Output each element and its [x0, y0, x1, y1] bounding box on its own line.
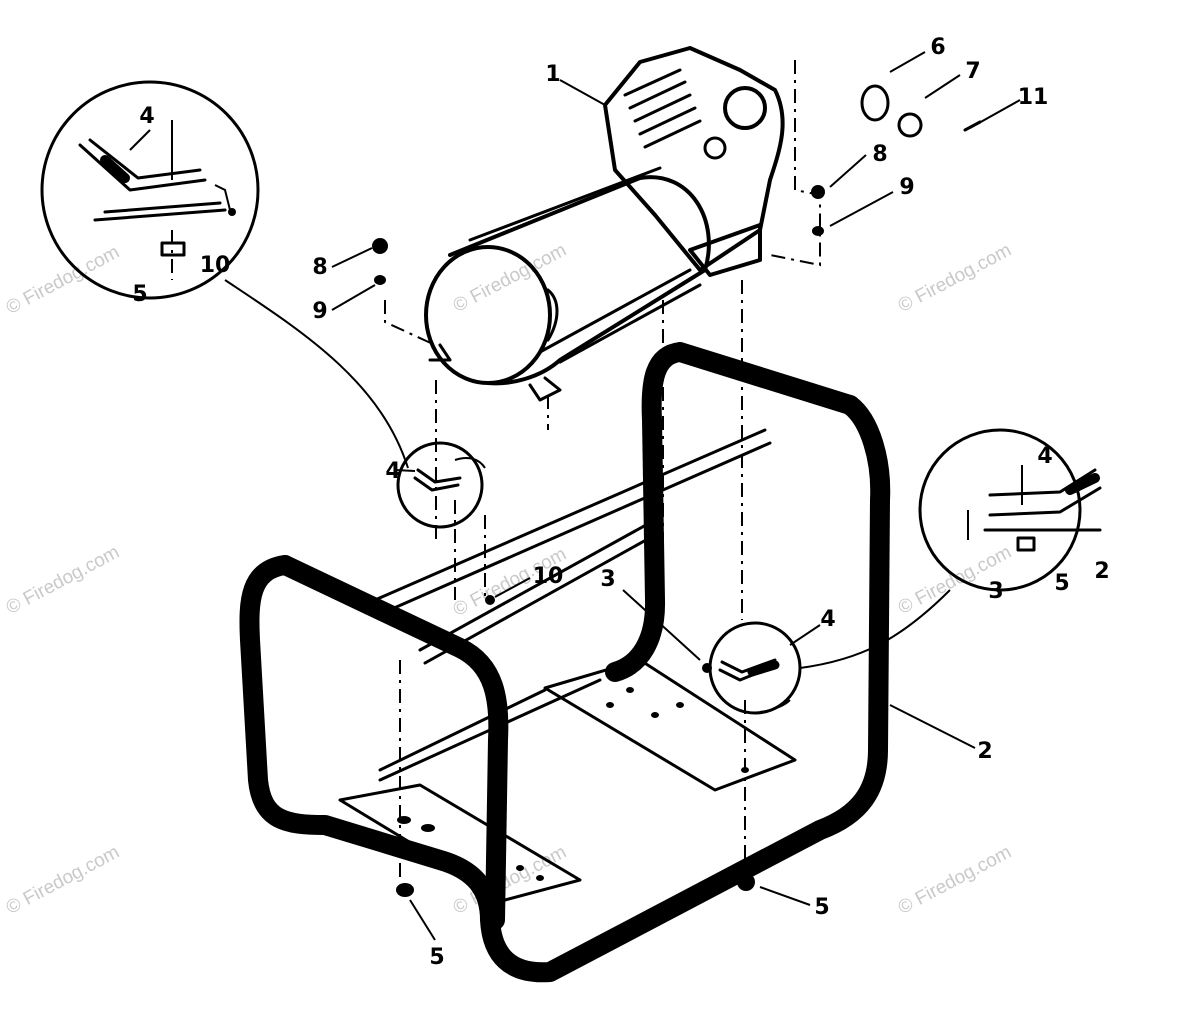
- watermark: © Firedog.com: [3, 842, 123, 919]
- nut-8-right: [811, 185, 825, 199]
- bolt-6: [860, 84, 890, 122]
- callout-frame: 2: [977, 739, 992, 764]
- callout-labels: 1 6 7 11 8 9 8 9 4 10 5 4 10 3 4 4 3 5 2…: [132, 35, 1109, 970]
- engine-mount-base: [688, 223, 762, 277]
- nut-5-left: [396, 883, 414, 897]
- bracket-detail-left: [396, 441, 486, 529]
- frame-base-plate-rear: [543, 658, 797, 792]
- callout-nut-8-left: 8: [312, 255, 327, 280]
- detail-circle-right: [799, 428, 1102, 669]
- callout-bolt-3-detail: 3: [988, 579, 1003, 604]
- callout-frame-detail: 2: [1094, 559, 1109, 584]
- frame-assembly: [239, 342, 891, 983]
- watermarks: © Firedog.com © Firedog.com © Firedog.co…: [3, 240, 1015, 919]
- air-cleaner: [723, 86, 767, 130]
- frame-base-plate-front: [338, 783, 582, 902]
- frame-front-loop-inner: [242, 398, 888, 980]
- callout-nut-5-detail: 5: [132, 282, 147, 307]
- hardware-parts: [372, 84, 982, 897]
- leader-lines: [129, 51, 1021, 941]
- generator-end-bell: [424, 245, 552, 385]
- frame-long-rail: [373, 428, 772, 614]
- callout-bracket-right-detail: 4: [1037, 444, 1052, 469]
- callout-nut-5-right-detail: 5: [1054, 571, 1069, 596]
- grommet-7: [897, 112, 923, 138]
- frame-lower-rail: [378, 678, 602, 782]
- nut-5-right: [737, 873, 755, 891]
- washer-10: [485, 595, 495, 605]
- detail-circle-left: [40, 80, 409, 469]
- frame-mount-holes: [397, 687, 749, 881]
- callout-nut-5-left: 5: [429, 945, 444, 970]
- callout-engine: 1: [545, 62, 560, 87]
- callout-bolt-6: 6: [930, 35, 945, 60]
- nut-8-left: [372, 238, 388, 254]
- callout-grommet-7: 7: [965, 59, 980, 84]
- callout-nut-8-right: 8: [872, 142, 887, 167]
- callout-washer-9-right: 9: [899, 175, 914, 200]
- frame-front-loop: [239, 395, 891, 983]
- washer-9-left: [374, 275, 386, 285]
- engine-block: [603, 46, 785, 272]
- bracket-detail-right: [708, 621, 802, 715]
- callout-bolt-3: 3: [600, 567, 615, 592]
- callout-screw-11: 11: [1018, 85, 1049, 110]
- callout-washer-9-left: 9: [312, 299, 327, 324]
- bolt-3: [702, 663, 712, 673]
- watermark: © Firedog.com: [895, 240, 1015, 317]
- callout-washer-10-detail: 10: [200, 253, 231, 278]
- callout-nut-5-right: 5: [814, 895, 829, 920]
- callout-bracket-left: 4: [385, 459, 400, 484]
- callout-washer-10: 10: [533, 564, 564, 589]
- callout-bracket-detail: 4: [139, 104, 154, 129]
- generator-housing: [448, 175, 711, 386]
- watermark: © Firedog.com: [3, 542, 123, 619]
- engine-shaft: [703, 136, 727, 160]
- watermark: © Firedog.com: [895, 842, 1015, 919]
- engine-generator-assembly: [424, 46, 785, 402]
- assembly-lines: [384, 60, 821, 880]
- washer-9-right: [812, 226, 824, 236]
- callout-bracket-right: 4: [820, 607, 835, 632]
- engine-cooling-fins: [623, 68, 702, 149]
